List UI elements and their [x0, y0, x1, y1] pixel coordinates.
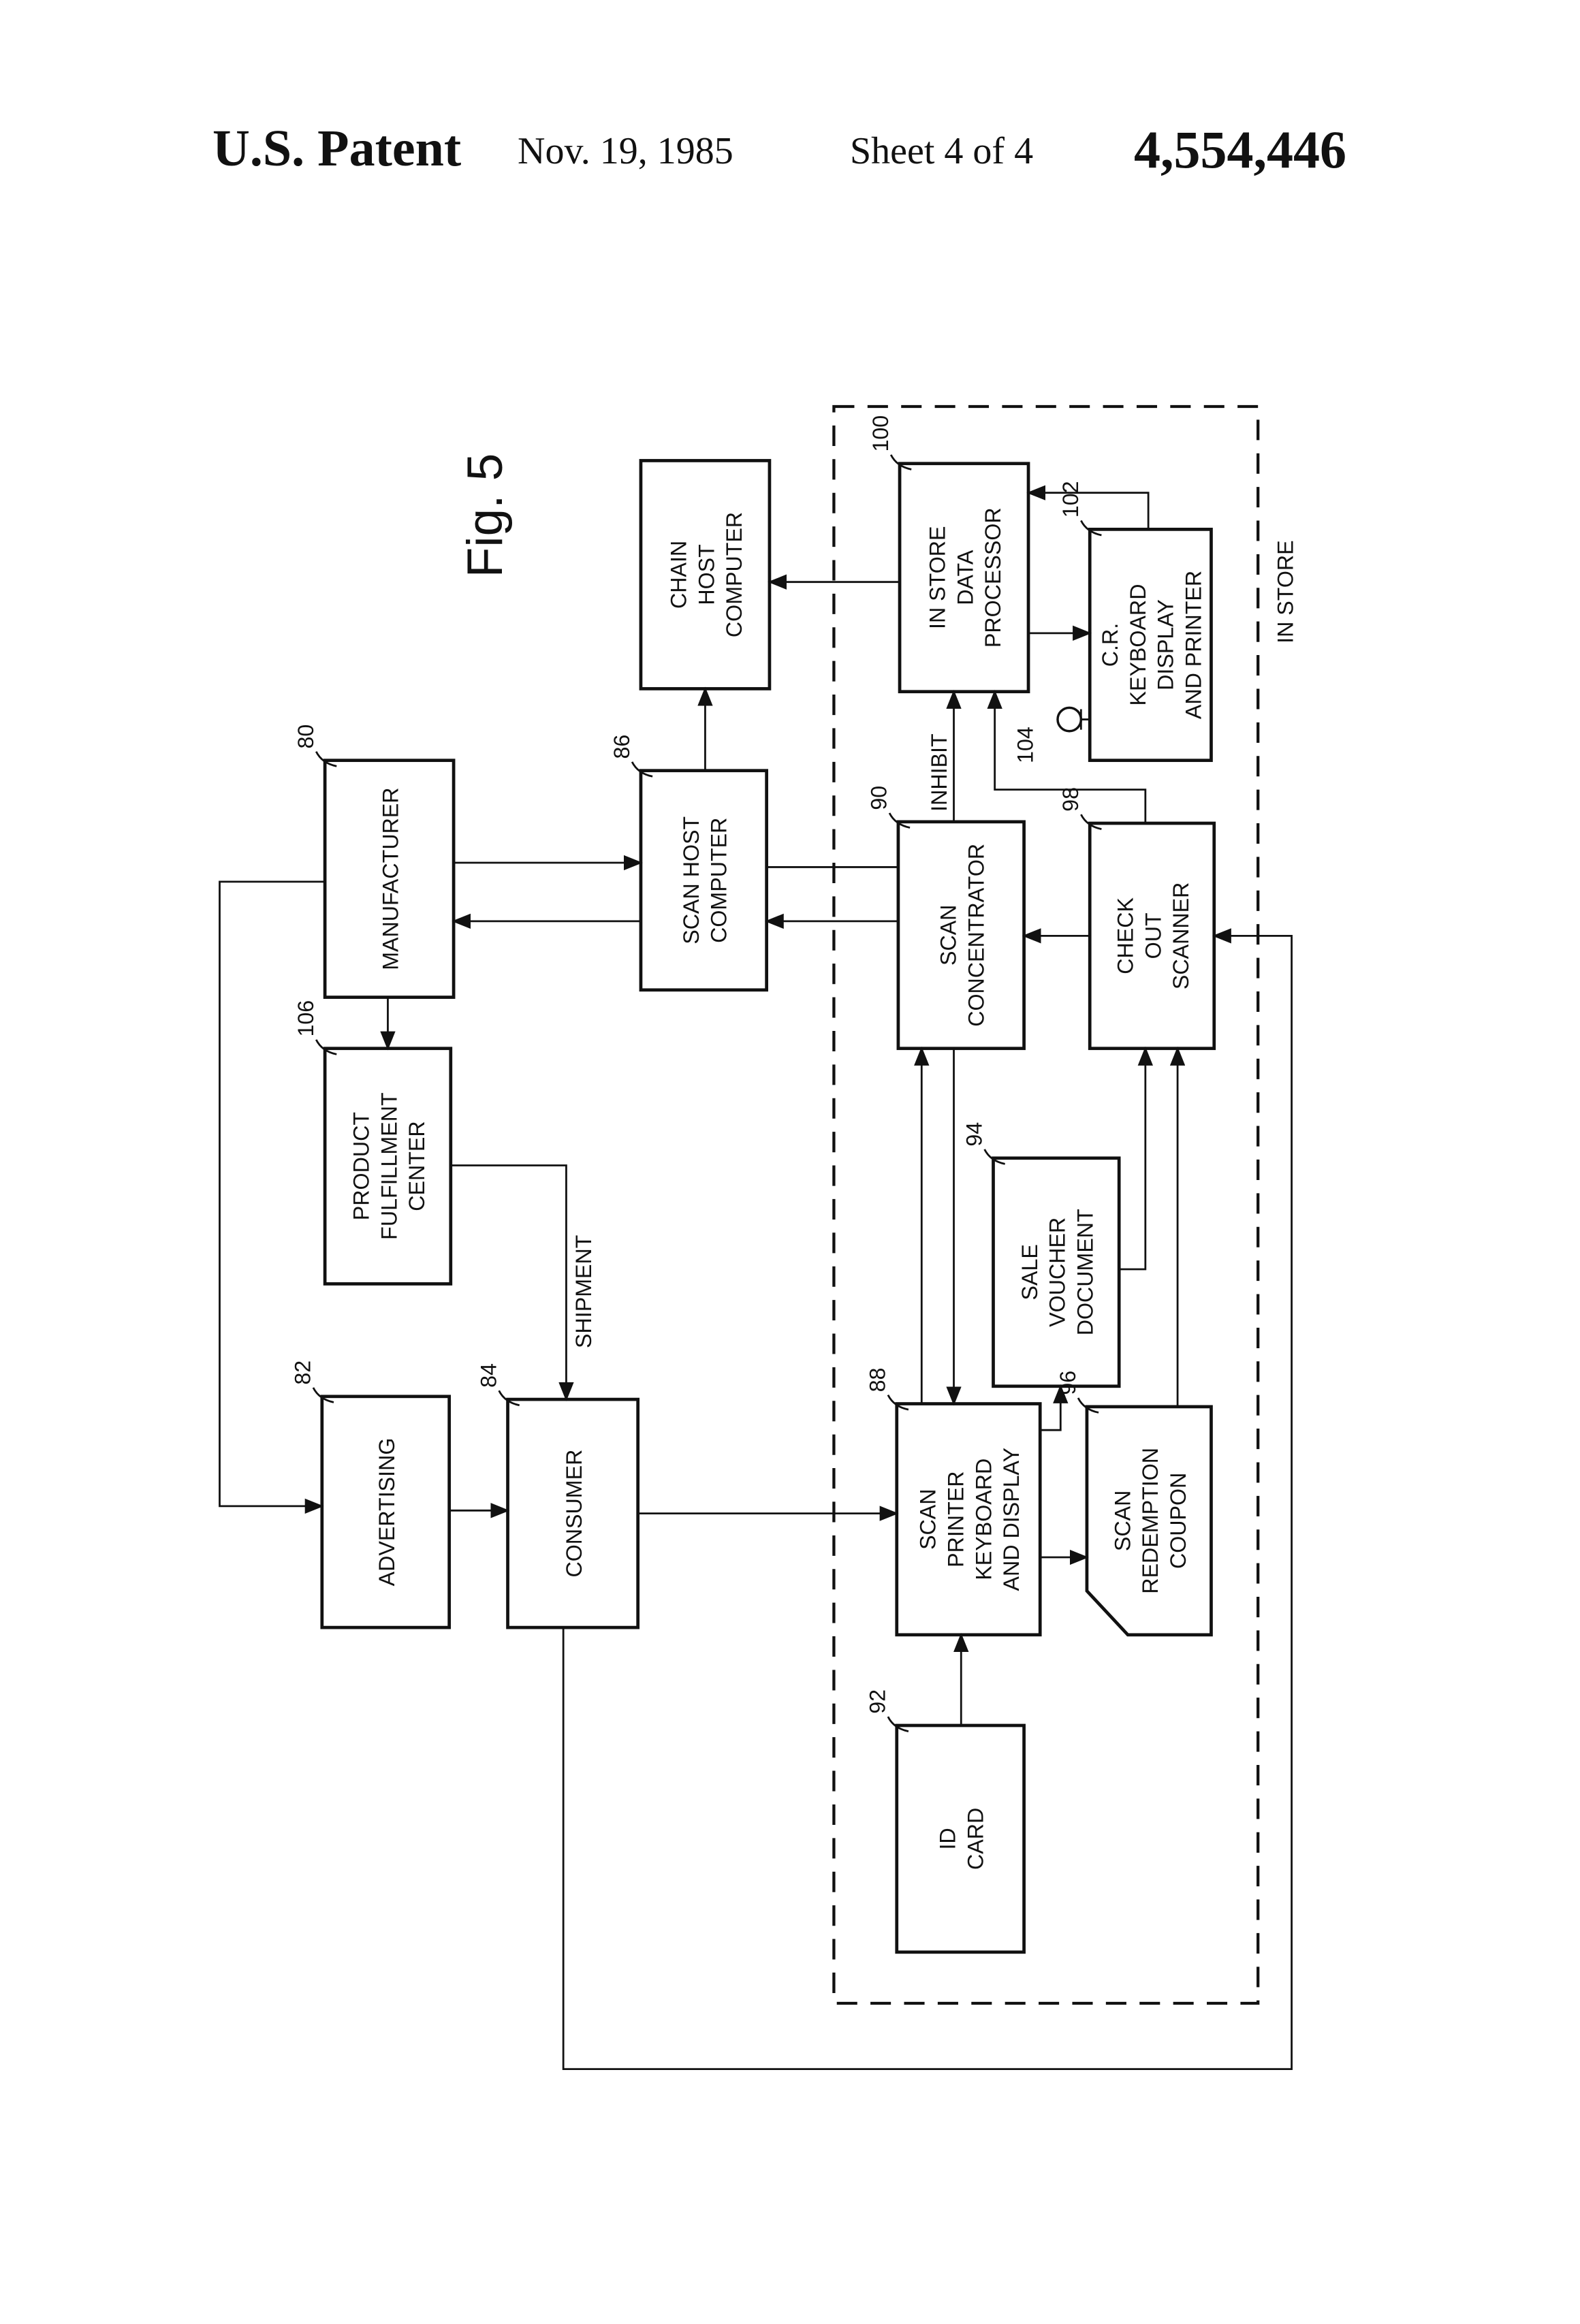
block-label: DOCUMENT [1073, 1209, 1098, 1335]
block-scan-redemption-coupon: SCANREDEMPTIONCOUPON 96 [1056, 1371, 1212, 1635]
block-label: PROCESSOR [981, 507, 1005, 648]
block-label: VOUCHER [1045, 1217, 1070, 1327]
block-label: COMPUTER [722, 512, 746, 637]
block-label: ADVERTISING [375, 1438, 399, 1587]
shipment-label: SHIPMENT [571, 1235, 596, 1348]
block-label: CHAIN [667, 541, 691, 609]
block-label: SCAN [936, 905, 961, 966]
reference-numeral: 102 [1058, 481, 1083, 518]
block-check-out-scanner: CHECKOUTSCANNER 98 [1058, 787, 1214, 1049]
reference-numeral: 82 [291, 1360, 315, 1385]
reference-numeral: 100 [868, 415, 893, 452]
block-outline [898, 822, 1024, 1049]
block-label: IN STORE [926, 526, 950, 629]
reference-numeral: 96 [1056, 1371, 1080, 1395]
block-label: CENTER [405, 1121, 429, 1211]
block-label: KEYBOARD [971, 1459, 996, 1580]
reference-numeral: 80 [294, 725, 318, 749]
block-label: AND PRINTER [1181, 571, 1205, 719]
block-product-fulfillment-center: PRODUCTFULFILLMENTCENTER 106 [294, 1000, 451, 1284]
block-label: AND DISPLAY [999, 1448, 1024, 1591]
block-label: SCAN HOST [679, 816, 704, 944]
ref-104: 104 [1013, 727, 1037, 763]
reference-numeral: 94 [962, 1122, 986, 1147]
block-label: COUPON [1166, 1473, 1190, 1569]
block-scan-concentrator: SCANCONCENTRATOR 90 [867, 786, 1024, 1049]
block-label: OUT [1141, 912, 1165, 959]
block-label: C.R. [1098, 623, 1122, 667]
reference-numeral: 92 [866, 1689, 890, 1714]
inhibit-label: INHIBIT [927, 733, 951, 812]
block-label: SCAN [1110, 1491, 1135, 1551]
block-label: ID [936, 1828, 960, 1849]
block-label: MANUFACTURER [378, 787, 402, 970]
block-label: PRINTER [943, 1471, 968, 1567]
reference-numeral: 90 [867, 786, 891, 810]
block-label: CHECK [1113, 897, 1138, 974]
block-label: SALE [1017, 1244, 1042, 1300]
connector-arrow [451, 1166, 567, 1400]
block-label: KEYBOARD [1126, 584, 1150, 706]
block-label: SCANNER [1169, 882, 1193, 989]
block-label: DATA [953, 550, 977, 605]
block-label: SCAN [916, 1489, 941, 1549]
block-manufacturer: MANUFACTURER 80 [294, 725, 454, 998]
connector-arrow [1028, 493, 1148, 530]
block-advertising: ADVERTISING 82 [291, 1360, 449, 1627]
connector-arrow [1119, 1049, 1146, 1269]
block-sale-voucher-document: SALEVOUCHERDOCUMENT 94 [962, 1122, 1119, 1386]
in-store-label: IN STORE [1274, 540, 1298, 643]
block-outline [641, 771, 767, 990]
figure-title: Fig. 5 [458, 453, 513, 578]
block-label: CARD [963, 1808, 988, 1870]
block-chain-host-computer: CHAINHOSTCOMPUTER [641, 460, 770, 688]
block-in-store-data-processor: IN STOREDATAPROCESSOR 100 [868, 415, 1028, 692]
reference-numeral: 98 [1058, 787, 1083, 812]
block-outline [897, 1725, 1024, 1952]
reference-numeral: 88 [866, 1368, 890, 1392]
block-label: HOST [694, 544, 718, 605]
block-label: CONSUMER [562, 1450, 586, 1578]
block-scan-printer-keyboard-display: SCANPRINTERKEYBOARDAND DISPLAY 88 [866, 1368, 1041, 1635]
reference-numeral: 106 [294, 1000, 318, 1037]
key-lock-104 [1058, 707, 1081, 731]
connector-arrow [219, 882, 325, 1506]
block-label: REDEMPTION [1138, 1448, 1163, 1594]
block-label: PRODUCT [349, 1112, 374, 1220]
block-label: CONCENTRATOR [964, 844, 989, 1027]
reference-numeral: 84 [476, 1363, 501, 1388]
block-id-card: IDCARD 92 [866, 1689, 1024, 1952]
block-consumer: CONSUMER 84 [476, 1363, 637, 1627]
reference-numeral: 86 [610, 735, 634, 759]
block-label: COMPUTER [707, 818, 731, 943]
block-label: DISPLAY [1154, 599, 1178, 690]
block-label: FULFILLMENT [377, 1092, 401, 1240]
